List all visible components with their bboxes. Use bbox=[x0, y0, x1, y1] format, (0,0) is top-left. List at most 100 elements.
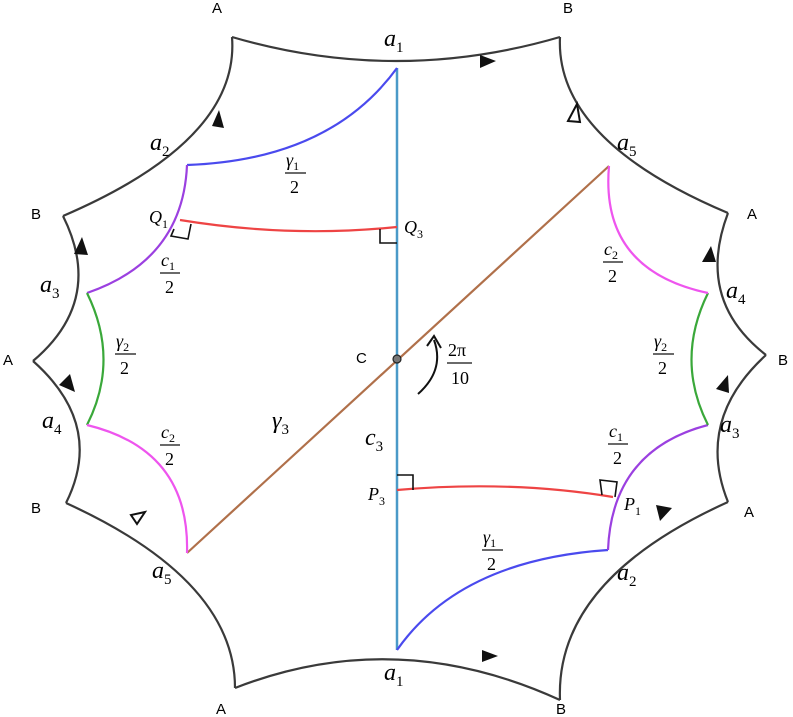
svg-text:γ1: γ1 bbox=[483, 527, 496, 550]
segment-labels: γ3 c3 bbox=[272, 408, 383, 455]
c1-left-arc bbox=[86, 164, 189, 295]
point-labels: Q1 Q3 P3 P1 bbox=[149, 207, 641, 518]
c2-right-arc bbox=[607, 165, 709, 295]
svg-text:2: 2 bbox=[613, 448, 622, 468]
arrow-top-right-open-icon bbox=[566, 100, 582, 124]
svg-text:γ2: γ2 bbox=[654, 331, 667, 354]
perp-q-arc bbox=[179, 218, 398, 233]
svg-text:c1: c1 bbox=[161, 250, 175, 273]
right-angle-marks bbox=[169, 223, 618, 498]
svg-text:c2: c2 bbox=[604, 239, 618, 262]
edge-labels: a1 a2 a3 a4 a5 a5 a4 a3 a2 a1 bbox=[40, 26, 746, 690]
edge-bottom-right bbox=[558, 500, 729, 701]
segment-label-c3: c3 bbox=[365, 425, 383, 455]
arrow-bottom-right-icon bbox=[656, 505, 672, 521]
edge-right-upper bbox=[716, 212, 767, 356]
rotation-arrowhead-icon bbox=[426, 334, 442, 349]
fraction-labels: γ1 2 c1 2 γ2 2 c2 2 c2 2 γ2 bbox=[115, 150, 674, 574]
edge-right-lower bbox=[716, 354, 767, 503]
svg-text:2: 2 bbox=[487, 554, 496, 574]
svg-text:2: 2 bbox=[658, 358, 667, 378]
edge-label-a2-right: a2 bbox=[617, 560, 637, 590]
edge-label-a4-right: a4 bbox=[726, 278, 746, 308]
edge-label-a1-top: a1 bbox=[384, 26, 404, 56]
edge-left-upper bbox=[32, 215, 80, 362]
vertex-label-bottom-left: A bbox=[216, 701, 226, 717]
edge-label-a2-left: a2 bbox=[150, 130, 170, 160]
svg-text:2: 2 bbox=[608, 266, 617, 286]
point-label-q3: Q3 bbox=[404, 217, 423, 241]
edge-top-left bbox=[62, 36, 234, 218]
svg-text:γ2: γ2 bbox=[116, 331, 129, 354]
vertex-label-top-right: B bbox=[563, 0, 573, 17]
svg-text:2: 2 bbox=[165, 449, 174, 469]
fraction-gamma2-right: γ2 2 bbox=[653, 331, 674, 378]
fraction-gamma1-bottom: γ1 2 bbox=[482, 527, 503, 574]
fraction-c1-right: c1 2 bbox=[608, 421, 628, 468]
vertex-label-top-left: A bbox=[212, 0, 222, 17]
edge-arrows bbox=[59, 55, 729, 662]
vertex-label-right-lower: A bbox=[744, 504, 754, 521]
right-angle-p3 bbox=[397, 474, 414, 490]
center-point bbox=[392, 354, 402, 364]
rotation-arc bbox=[417, 339, 439, 395]
vertex-label-left-middle: A bbox=[3, 352, 13, 369]
gamma2-left-arc bbox=[86, 292, 105, 426]
svg-text:2: 2 bbox=[290, 177, 299, 197]
right-angle-q3 bbox=[379, 229, 397, 244]
arrow-left-upper-icon bbox=[74, 237, 88, 255]
fraction-gamma1-top: γ1 2 bbox=[285, 150, 306, 197]
edge-label-a3-right: a3 bbox=[720, 412, 740, 442]
point-label-p1: P1 bbox=[623, 494, 641, 518]
arrow-bottom-left-open-icon bbox=[129, 510, 148, 526]
edge-left-lower bbox=[32, 360, 81, 504]
edge-bottom bbox=[234, 658, 561, 702]
fraction-c2-right: c2 2 bbox=[603, 239, 623, 286]
arrow-top-left-icon bbox=[212, 110, 224, 128]
vertex-label-left-lower: B bbox=[31, 500, 41, 517]
vertex-label-left-upper: B bbox=[31, 206, 41, 223]
svg-text:2: 2 bbox=[165, 277, 174, 297]
vertex-label-bottom-right: B bbox=[556, 701, 566, 717]
arrow-right-upper-icon bbox=[702, 246, 716, 262]
svg-text:γ1: γ1 bbox=[286, 150, 299, 173]
arrow-right-lower-icon bbox=[716, 375, 729, 393]
c2-left-arc bbox=[86, 423, 189, 554]
svg-text:2: 2 bbox=[120, 358, 129, 378]
segment-label-gamma3: γ3 bbox=[272, 408, 289, 438]
gamma2-right-arc bbox=[690, 292, 709, 426]
edge-label-a5-right: a5 bbox=[617, 130, 637, 160]
c1-right-arc bbox=[606, 423, 709, 551]
fraction-c2-left: c2 2 bbox=[160, 422, 180, 469]
right-angle-q1 bbox=[169, 223, 192, 240]
svg-text:10: 10 bbox=[451, 368, 469, 388]
vertex-label-right-upper: A bbox=[747, 206, 757, 223]
arrow-top-icon bbox=[480, 55, 496, 68]
right-angle-p1 bbox=[599, 479, 618, 498]
svg-text:c1: c1 bbox=[609, 421, 623, 444]
rotation-arrow bbox=[417, 334, 442, 395]
edge-label-a1-bottom: a1 bbox=[384, 660, 404, 690]
svg-text:2π: 2π bbox=[448, 340, 466, 360]
fraction-gamma2-left: γ2 2 bbox=[115, 331, 136, 378]
vertex-label-right-middle: B bbox=[778, 352, 788, 369]
edge-label-a4-left: a4 bbox=[42, 408, 62, 438]
perp-p-arc bbox=[396, 485, 614, 499]
vertex-labels: A B B A B A B A A B C bbox=[3, 0, 788, 717]
gamma1-top-arc bbox=[186, 67, 398, 167]
arrow-bottom-icon bbox=[482, 650, 498, 662]
fraction-angle: 2π 10 bbox=[447, 340, 472, 388]
edge-top bbox=[231, 35, 561, 63]
edge-label-a5-left: a5 bbox=[152, 558, 172, 588]
point-label-p3: P3 bbox=[367, 484, 385, 508]
point-label-q1: Q1 bbox=[149, 207, 168, 231]
arrow-left-lower-icon bbox=[59, 374, 75, 392]
fraction-c1-left: c1 2 bbox=[160, 250, 180, 297]
edge-label-a3-left: a3 bbox=[40, 272, 60, 302]
center-label: C bbox=[356, 350, 367, 367]
gamma1-bottom-arc bbox=[396, 548, 609, 651]
svg-text:c2: c2 bbox=[161, 422, 175, 445]
edge-bottom-left bbox=[65, 501, 237, 689]
edge-top-right bbox=[558, 36, 729, 215]
